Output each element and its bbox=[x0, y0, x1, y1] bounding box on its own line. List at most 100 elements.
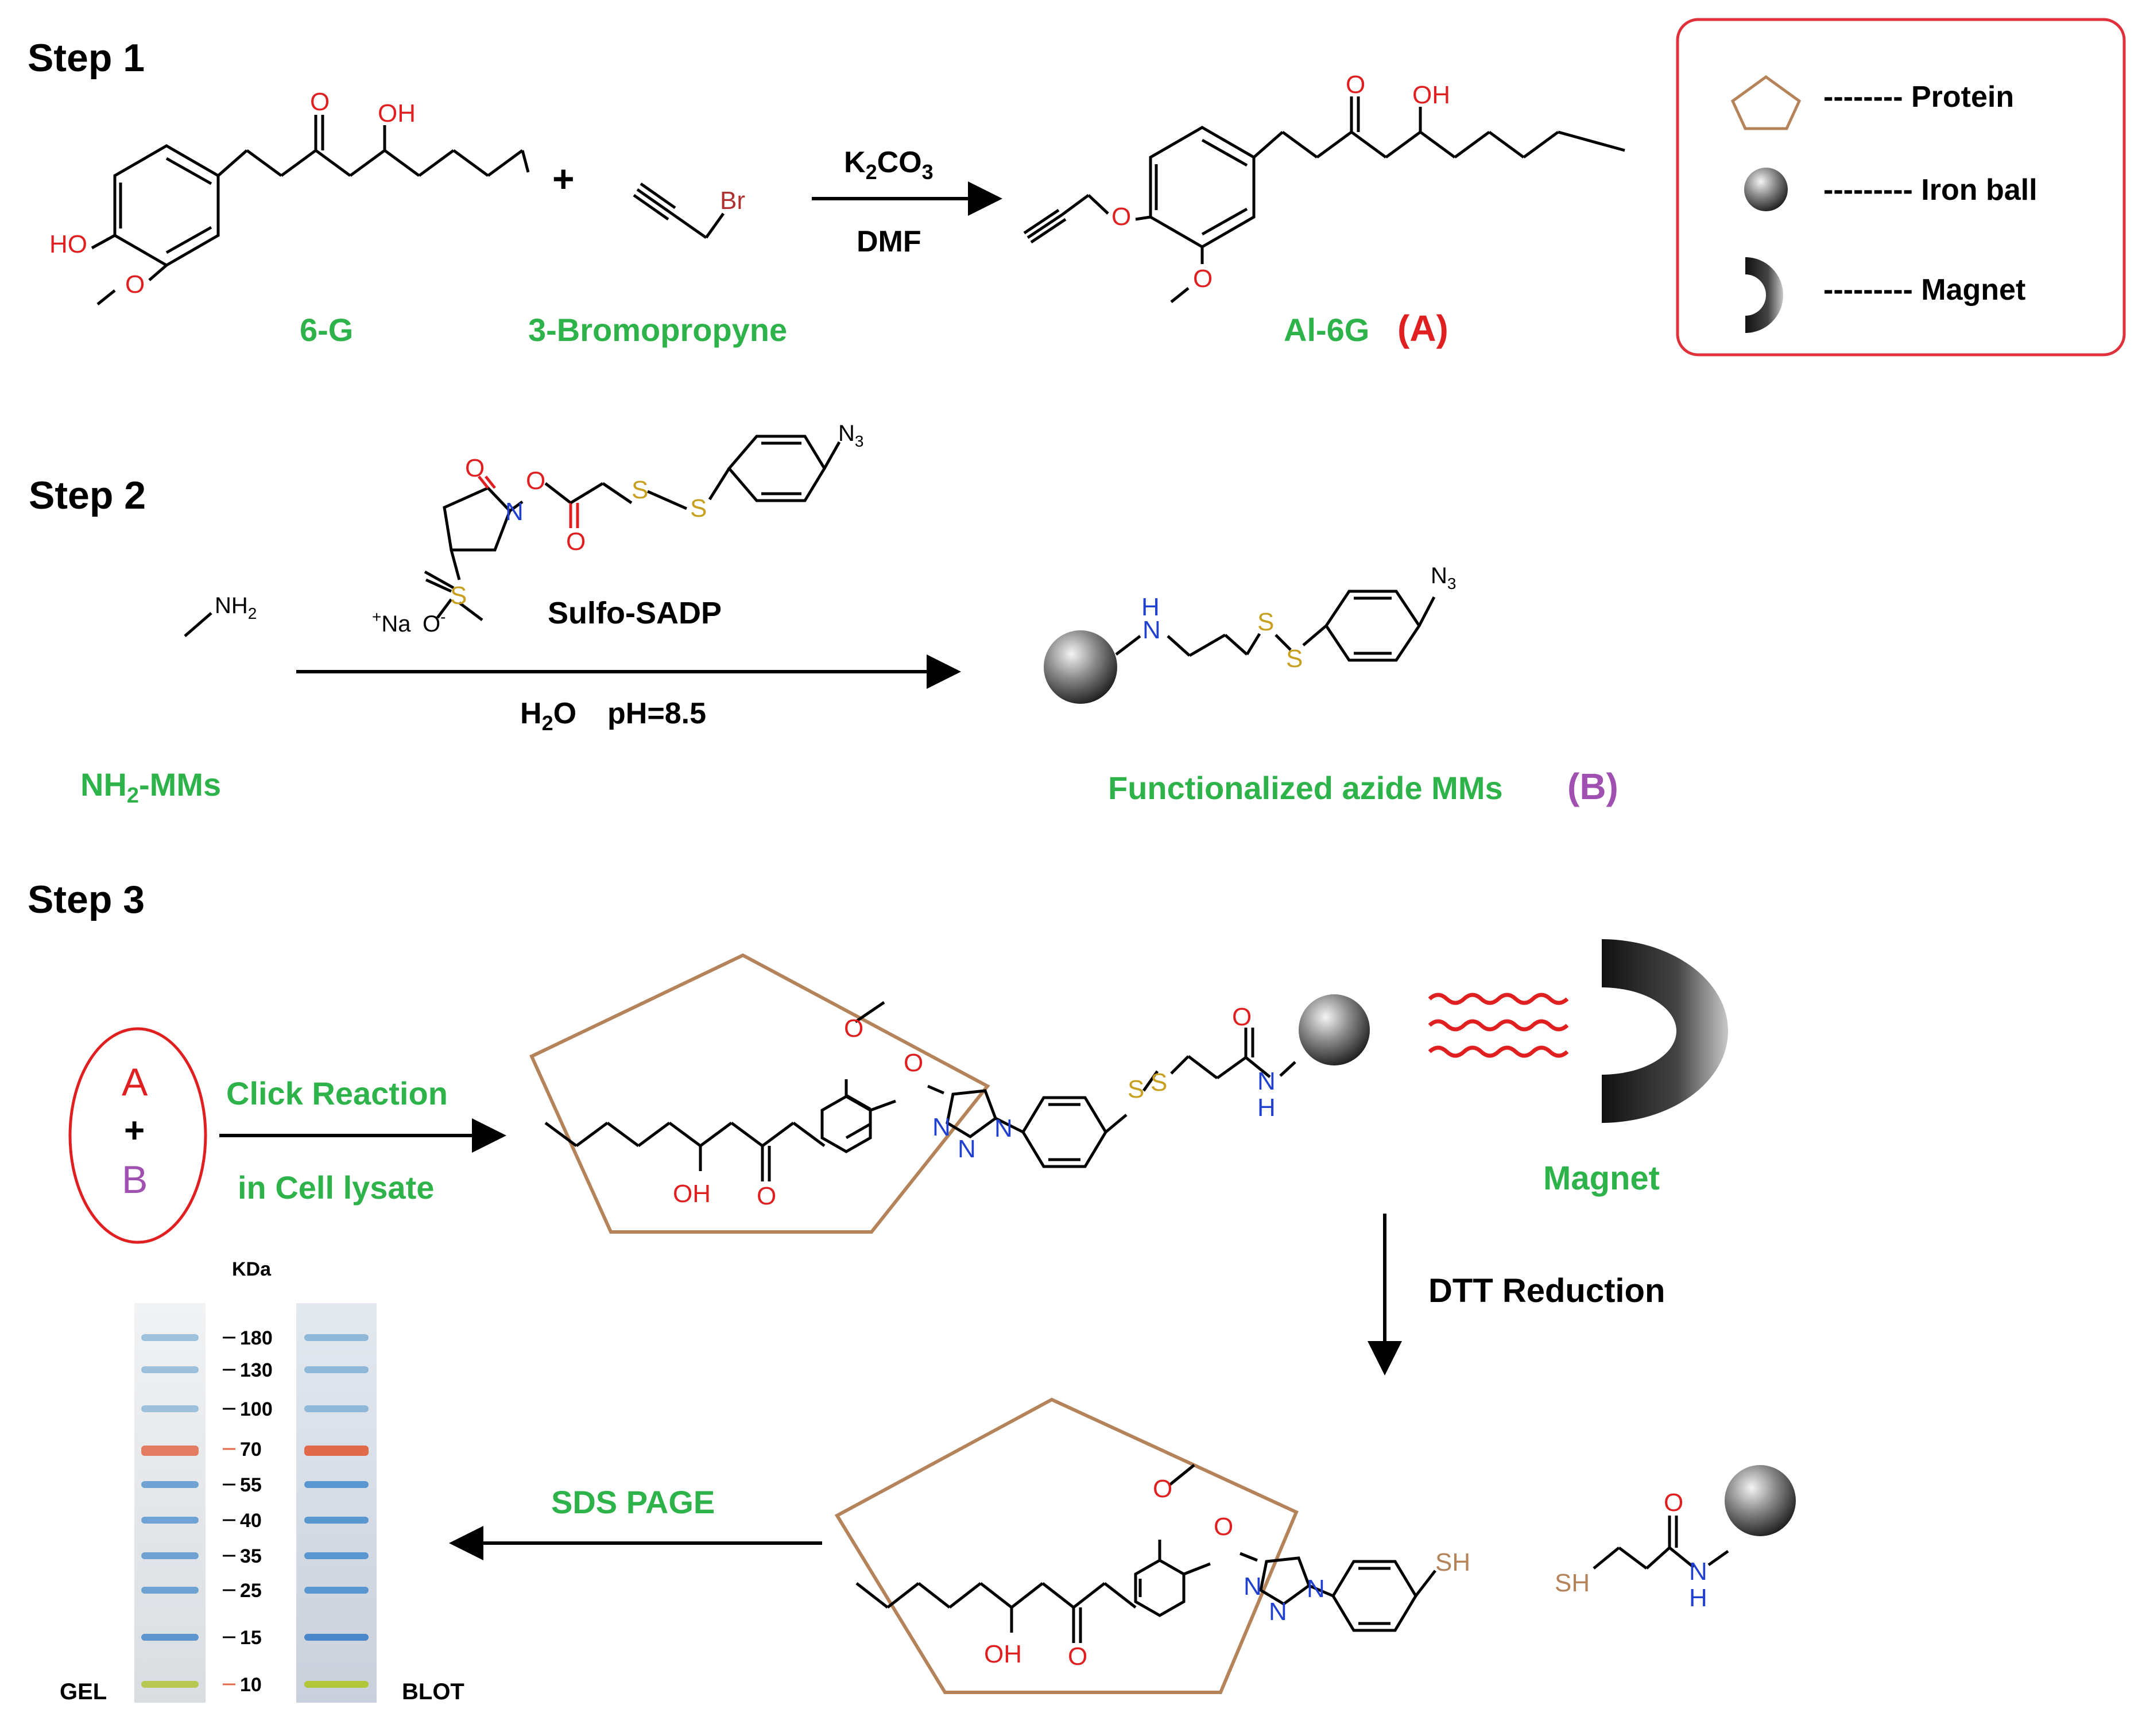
atom-OH: OH bbox=[984, 1640, 1022, 1668]
dtt-reduction-label: DTT Reduction bbox=[1428, 1272, 1665, 1309]
gel-band bbox=[141, 1587, 199, 1594]
functionalized-azide-label: Functionalized azide MMs bbox=[1108, 770, 1503, 806]
atom-S: S bbox=[1128, 1075, 1144, 1103]
reactant-b: B bbox=[122, 1158, 148, 1202]
atom-O: O bbox=[844, 1014, 863, 1043]
atom-O: O bbox=[1214, 1513, 1233, 1541]
gel-band bbox=[141, 1681, 199, 1688]
gel-band bbox=[141, 1446, 199, 1456]
gel-band bbox=[141, 1634, 199, 1641]
step3-title: Step 3 bbox=[28, 878, 145, 921]
gel-lane bbox=[134, 1303, 206, 1703]
atom-N: N bbox=[958, 1135, 976, 1163]
atom-O: O bbox=[1232, 1003, 1252, 1031]
gel-band bbox=[141, 1517, 199, 1524]
atom-O: O- bbox=[423, 608, 446, 637]
atom-NH2: NH2 bbox=[215, 593, 257, 622]
legend-protein-label: -------- Protein bbox=[1823, 80, 2014, 114]
atom-O: O bbox=[125, 270, 145, 299]
blot-band bbox=[304, 1481, 369, 1488]
iron-ball bbox=[1044, 630, 1117, 704]
blot-band bbox=[304, 1681, 369, 1688]
atom-S: S bbox=[690, 494, 707, 522]
step1-title: Step 1 bbox=[28, 36, 145, 80]
magnet-label: Magnet bbox=[1543, 1160, 1660, 1197]
marker-label: 10 bbox=[240, 1674, 262, 1696]
reactant-a: A bbox=[122, 1060, 148, 1104]
marker-label: 35 bbox=[240, 1545, 262, 1567]
gel-label: GEL bbox=[60, 1679, 107, 1704]
atom-N: N bbox=[994, 1114, 1013, 1142]
atom-O: O bbox=[310, 88, 330, 116]
protein-shape bbox=[529, 953, 990, 1234]
gel-band bbox=[141, 1334, 199, 1341]
atom-S: S bbox=[1257, 608, 1274, 636]
atom-SH: SH bbox=[1435, 1548, 1470, 1576]
magnet-legend-icon bbox=[1745, 257, 1783, 333]
atom-O: O bbox=[757, 1182, 776, 1210]
atom-NH: H bbox=[1141, 593, 1160, 621]
step2-title: Step 2 bbox=[29, 474, 146, 517]
plus-sign: + bbox=[552, 157, 575, 200]
iron-ball bbox=[1299, 994, 1370, 1065]
legend-box bbox=[1676, 18, 2126, 356]
atom-N: N bbox=[932, 1113, 951, 1141]
blot-band bbox=[304, 1405, 369, 1412]
azide-mms-structure bbox=[1115, 590, 1436, 662]
marker-label: 100 bbox=[240, 1398, 273, 1420]
reagent-k2co3: K2CO3 bbox=[844, 146, 934, 184]
atom-N: N bbox=[505, 498, 524, 526]
marker-label: 15 bbox=[240, 1627, 262, 1649]
atom-Na: +Na bbox=[372, 608, 411, 637]
atom-O: O bbox=[1111, 203, 1131, 231]
atom-N3: N3 bbox=[838, 421, 863, 450]
sds-page-label: SDS PAGE bbox=[551, 1484, 715, 1520]
atom-N: N bbox=[1307, 1575, 1325, 1603]
protein-shape-reduced bbox=[834, 1397, 1299, 1694]
atom-O: O bbox=[1346, 71, 1365, 99]
gel-band bbox=[141, 1405, 199, 1412]
atom-OH: OH bbox=[1412, 81, 1450, 109]
iron-ball-legend-icon bbox=[1744, 168, 1788, 211]
product-a-tag: (A) bbox=[1397, 308, 1448, 349]
marker-label: 130 bbox=[240, 1359, 273, 1381]
atom-N: N bbox=[1142, 616, 1161, 644]
kda-label: KDa bbox=[232, 1258, 272, 1280]
gel-band bbox=[141, 1552, 199, 1559]
magnetic-field-lines bbox=[1428, 993, 1569, 1058]
blot-label: BLOT bbox=[402, 1679, 464, 1704]
marker-label: 25 bbox=[240, 1580, 262, 1602]
gel-band bbox=[141, 1366, 199, 1373]
blot-band bbox=[304, 1552, 369, 1559]
product-b-tag: (B) bbox=[1567, 766, 1618, 807]
atom-O: O bbox=[904, 1049, 923, 1077]
atom-SH: SH bbox=[1555, 1569, 1590, 1597]
blot-band bbox=[304, 1366, 369, 1373]
marker-label: 55 bbox=[240, 1474, 262, 1496]
marker-label: 180 bbox=[240, 1327, 273, 1349]
marker-label: 70 bbox=[240, 1439, 262, 1460]
atom-S: S bbox=[1151, 1068, 1167, 1096]
atom-O: O bbox=[1068, 1642, 1087, 1671]
atom-S: S bbox=[1286, 645, 1303, 673]
atom-O: O bbox=[566, 528, 586, 556]
nh2-bond bbox=[184, 612, 212, 637]
atom-O: O bbox=[1664, 1489, 1683, 1517]
blot-band bbox=[304, 1446, 369, 1456]
blot-band bbox=[304, 1517, 369, 1524]
atom-O: O bbox=[1193, 265, 1213, 293]
protein-legend-icon bbox=[1730, 75, 1802, 130]
blot-band bbox=[304, 1334, 369, 1341]
blot-lane bbox=[296, 1303, 377, 1703]
cell-lysate-label: in Cell lysate bbox=[238, 1169, 434, 1206]
atom-OH: OH bbox=[673, 1180, 711, 1208]
atom-N: N bbox=[1257, 1067, 1276, 1095]
bromopropyne-structure bbox=[633, 182, 725, 239]
atom-O: O bbox=[1153, 1475, 1172, 1503]
click-reaction-label: Click Reaction bbox=[226, 1075, 448, 1111]
compound-6g-label: 6-G bbox=[300, 312, 353, 348]
reactant-plus: + bbox=[124, 1111, 145, 1150]
6-gingerol-structure bbox=[91, 115, 530, 305]
